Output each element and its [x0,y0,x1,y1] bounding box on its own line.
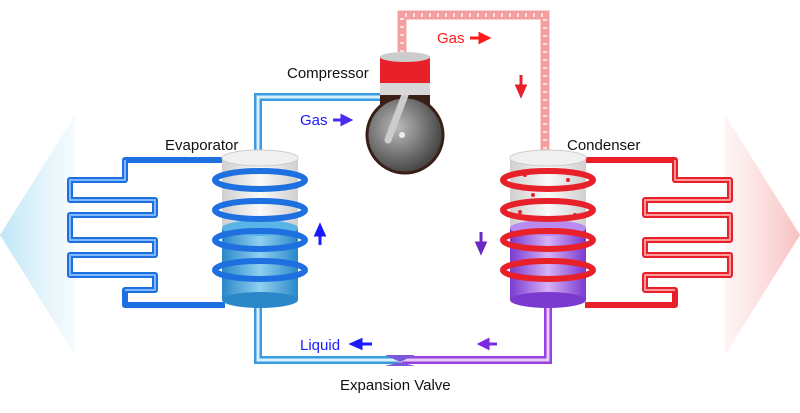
evaporator [212,149,308,308]
condenser-coil [585,157,733,308]
arrow-left-icon [348,337,372,351]
arrow-down-icon [474,232,488,256]
hot-air-arrow [725,115,800,355]
expansion-valve-label: Expansion Valve [340,377,451,394]
condenser-label: Condenser [567,137,640,154]
compressor [365,52,445,175]
evaporator-label: Evaporator [165,137,238,154]
liquid-label: Liquid [300,337,340,354]
arrow-right-icon [470,31,492,45]
arrow-up-icon [313,222,327,245]
arrow-right-icon [333,113,354,127]
mixed-pipe [402,300,552,364]
cold-air-arrow [0,115,75,355]
evaporator-coil [67,157,225,308]
arrow-left-icon [476,337,497,351]
hot-gas-label: Gas [437,30,465,47]
cold-gas-label: Gas [300,112,328,129]
compressor-label: Compressor [287,65,369,82]
expansion-valve [385,355,415,366]
condenser [500,149,596,308]
flow-arrows [313,31,528,351]
arrow-down-icon [514,75,528,99]
